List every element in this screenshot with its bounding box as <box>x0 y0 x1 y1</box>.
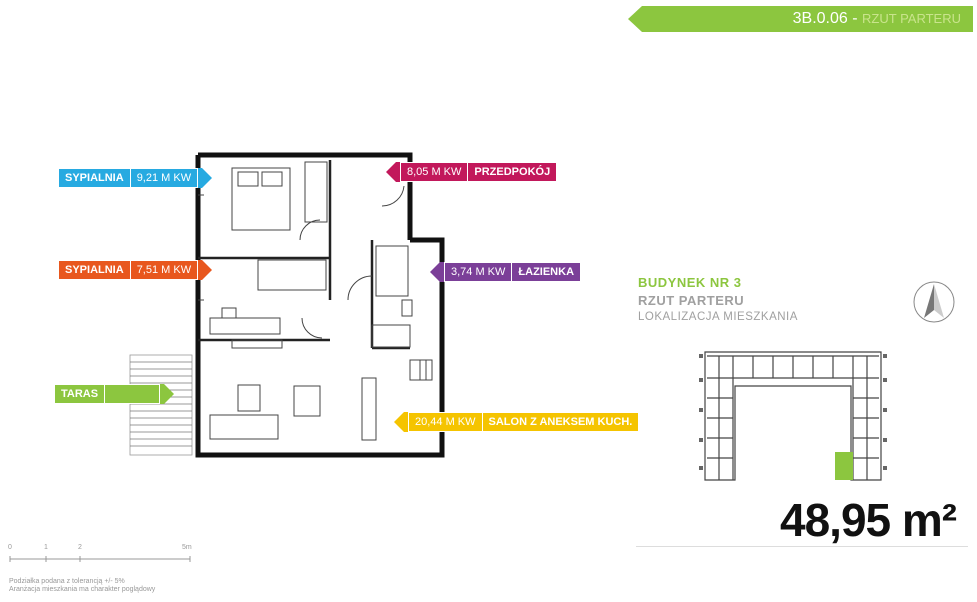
inner-walls <box>198 160 410 350</box>
total-area: 48,95 m² <box>780 493 957 547</box>
scale-tick: 2 <box>78 544 82 551</box>
room-tag-bedroom-2: SYPIALNIA 7,51 M KW <box>58 260 213 280</box>
arrow-right-icon <box>160 384 175 404</box>
room-area: 8,05 M KW <box>400 162 469 182</box>
total-area-unit: m² <box>901 494 957 546</box>
room-area: 9,21 M KW <box>130 168 199 188</box>
furniture <box>198 161 433 441</box>
scale-note: Podziałka podana z tolerancją +/- 5% <box>9 578 125 585</box>
building-info: BUDYNEK NR 3 RZUT PARTERU LOKALIZACJA MI… <box>638 275 798 323</box>
site-plan <box>699 351 887 481</box>
room-tag-terrace: TARAS <box>54 384 175 404</box>
banner-shape <box>628 6 973 32</box>
room-area: 20,44 M KW <box>408 412 483 432</box>
arrow-right-icon <box>198 260 213 280</box>
room-name: TARAS <box>54 384 106 404</box>
arrow-right-icon <box>198 168 213 188</box>
scale-tick: 0 <box>8 544 12 551</box>
room-area: 7,51 M KW <box>130 260 199 280</box>
room-tag-hallway: 8,05 M KW PRZEDPOKÓJ <box>386 162 558 182</box>
room-tag-living-room: 20,44 M KW SALON Z ANEKSEM KUCH. <box>394 412 640 432</box>
room-name: SYPIALNIA <box>58 168 131 188</box>
unit-code: 3B.0.06 <box>792 10 848 27</box>
divider <box>636 546 968 547</box>
view-name: RZUT PARTERU <box>862 11 961 26</box>
room-tag-bedroom-1: SYPIALNIA 9,21 M KW <box>58 168 213 188</box>
room-name: ŁAZIENKA <box>512 262 582 282</box>
building-subtitle: RZUT PARTERU <box>638 293 745 308</box>
unit-highlight <box>835 452 853 480</box>
arrow-left-icon <box>394 412 408 432</box>
room-name: PRZEDPOKÓJ <box>468 162 558 182</box>
terrace-bar <box>105 384 161 404</box>
building-title: BUDYNEK NR 3 <box>638 275 742 290</box>
unit-banner: 3B.0.06 - RZUT PARTERU <box>628 6 973 32</box>
arrow-left-icon <box>386 162 400 182</box>
room-name: SYPIALNIA <box>58 260 131 280</box>
north-arrow-icon <box>913 281 955 323</box>
arrow-left-icon <box>430 262 444 282</box>
scale-ruler <box>9 556 191 562</box>
room-tag-bathroom: 3,74 M KW ŁAZIENKA <box>430 262 582 282</box>
room-area: 3,74 M KW <box>444 262 513 282</box>
scale-tick: 5m <box>182 544 192 551</box>
building-caption: LOKALIZACJA MIESZKANIA <box>638 311 798 323</box>
outer-walls <box>195 152 445 458</box>
total-area-value: 48,95 <box>780 494 891 546</box>
layout-note: Aranżacja mieszkania ma charakter pogląd… <box>9 586 156 593</box>
room-name: SALON Z ANEKSEM KUCH. <box>482 412 640 432</box>
scale-bar: 0 1 2 5m <box>6 544 196 574</box>
terrace-hatch <box>129 354 193 456</box>
banner-separator: - <box>852 10 858 27</box>
scale-tick: 1 <box>44 544 48 551</box>
banner-text: 3B.0.06 - RZUT PARTERU <box>793 10 961 28</box>
